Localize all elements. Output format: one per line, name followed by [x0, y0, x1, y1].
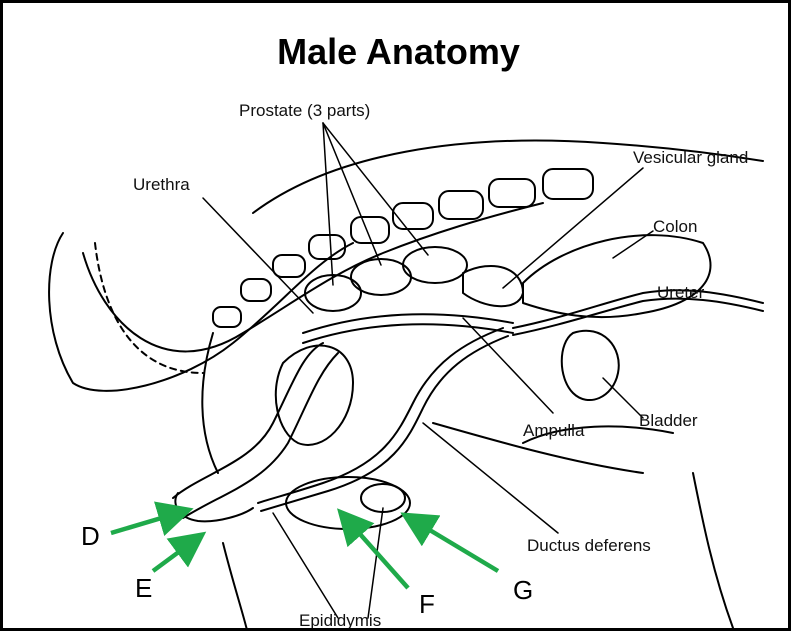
- anatomy-illustration: [3, 3, 791, 631]
- leg-outline-2: [223, 543, 248, 631]
- leader-bladder: [603, 378, 643, 418]
- vertebra: [241, 279, 271, 301]
- tail-dashes: [95, 243, 203, 373]
- prostate-lobe: [403, 247, 467, 283]
- vertebra: [489, 179, 535, 207]
- vertebra: [273, 255, 305, 277]
- leader-vesicular: [503, 168, 643, 288]
- ureter-line-2: [513, 299, 763, 335]
- label-vesicular-gland: Vesicular gland: [633, 148, 748, 168]
- marker-e: E: [135, 573, 152, 604]
- label-ampulla: Ampulla: [523, 421, 584, 441]
- diagram-title: Male Anatomy: [3, 31, 791, 73]
- label-bladder: Bladder: [639, 411, 698, 431]
- vertebra: [213, 307, 241, 327]
- bladder-shape: [562, 331, 619, 400]
- label-urethra: Urethra: [133, 175, 190, 195]
- vertebra: [439, 191, 483, 219]
- arrow-g: [408, 517, 498, 571]
- label-prostate: Prostate (3 parts): [239, 101, 370, 121]
- marker-f: F: [419, 589, 435, 620]
- urethra-tube-2: [303, 324, 513, 343]
- leader-epididymis: [368, 508, 383, 618]
- leader-epididymis: [273, 513, 338, 618]
- marker-g: G: [513, 575, 533, 606]
- vertebra: [309, 235, 345, 259]
- vertebra: [543, 169, 593, 199]
- glans-shape: [175, 493, 253, 521]
- front-outline: [202, 333, 218, 473]
- label-ductus-deferens: Ductus deferens: [527, 536, 651, 556]
- vesicular-gland-shape: [463, 266, 523, 306]
- vertebra: [393, 203, 433, 229]
- label-epididymis: Epididymis: [299, 611, 381, 631]
- arrow-e: [153, 537, 199, 571]
- arrow-d: [111, 511, 185, 533]
- label-colon: Colon: [653, 217, 697, 237]
- leg-outline: [693, 473, 733, 628]
- marker-d: D: [81, 521, 100, 552]
- ureter-line: [513, 290, 763, 328]
- label-ureter: Ureter: [657, 283, 704, 303]
- rear-body-outline: [49, 233, 353, 391]
